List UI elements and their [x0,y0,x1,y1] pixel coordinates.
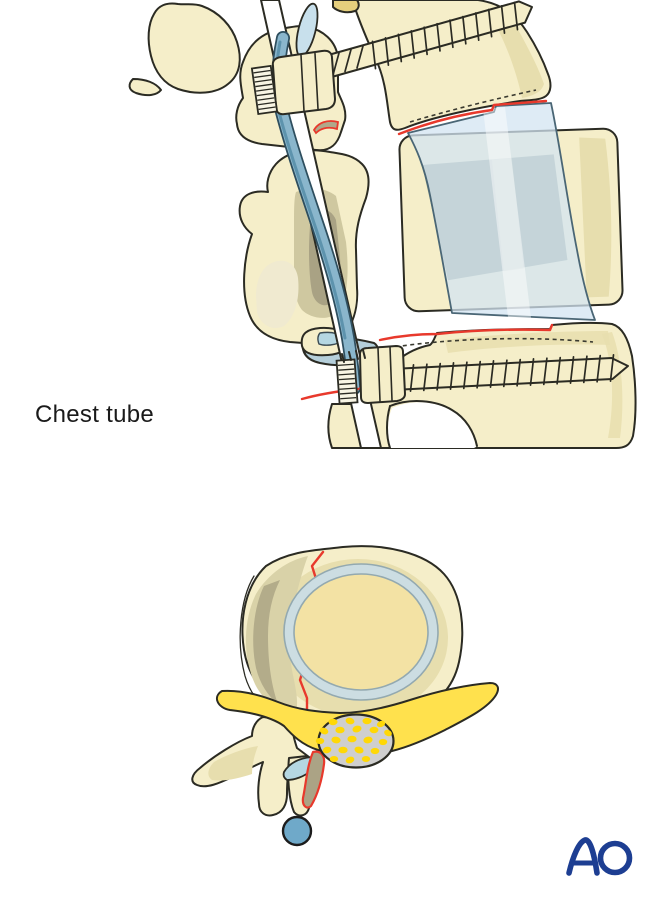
locking-cap-ribs [337,363,357,400]
vertebral-body-replacement-cage [407,102,596,321]
cage-end-ring [283,563,439,701]
upper-vertebra [332,0,552,131]
locking-cap-body [335,358,359,405]
clamp-teeth [341,349,366,363]
ao-foundation-logo [563,833,643,883]
chest-tube-cross-section [281,815,313,847]
posterior-arch-right [282,750,326,817]
foramen-arch [389,400,478,447]
chest-tube-label: Chest tube [35,401,155,428]
screw-thread-ridges [409,354,615,392]
rib [147,2,241,94]
nerve-rootlets [315,717,392,764]
locking-cap-ribs [253,69,276,110]
lower-pedicle-screw [335,345,629,405]
top-disc-block [332,0,360,14]
endplate-dashed-upper [409,89,537,123]
fracture-line-upper-endplate [397,99,548,136]
dural-sac [315,713,395,769]
fracture-sliver-upper [312,120,340,135]
screw-head-housing [359,345,406,404]
screw-thread-ridges [371,1,519,70]
screw-thread-zone [371,1,519,70]
ao-logo-icon [566,837,633,876]
endplate-dashed-lower [387,337,594,349]
upper-pedicle-screw [250,0,533,135]
fracture-line-lower-endplate [378,323,554,342]
rib-fragment [128,78,162,97]
figure-axial-vertebra [191,545,499,847]
ribbed-locking-cap-lower [335,358,359,405]
screw-head-housing [271,49,336,116]
lamina-fragment [301,750,326,809]
figure-lateral-spine [128,0,637,449]
screw-thread-zone [409,354,615,392]
ribbed-locking-cap-upper [250,64,279,116]
